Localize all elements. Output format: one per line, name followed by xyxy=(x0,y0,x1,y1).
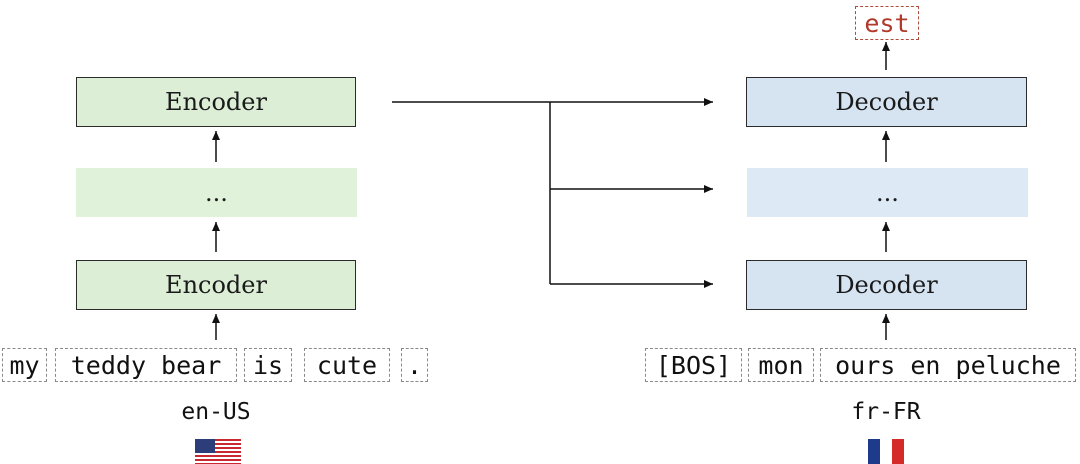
output-token: est xyxy=(855,6,919,40)
source-token: my xyxy=(2,348,47,382)
encoder-bottom-block: Encoder xyxy=(76,260,356,310)
source-token: teddy bear xyxy=(55,348,237,382)
target-token: mon xyxy=(748,348,814,382)
source-language-label: en-US xyxy=(181,399,251,425)
decoder-top-block: Decoder xyxy=(746,77,1027,127)
decoder-middle-block: ... xyxy=(747,168,1028,217)
source-token: cute xyxy=(304,348,390,382)
source-token: . xyxy=(401,348,428,382)
source-token: is xyxy=(244,348,292,382)
target-token: [BOS] xyxy=(645,348,742,382)
us-flag-icon xyxy=(195,439,241,464)
target-token: ours en peluche xyxy=(820,348,1076,382)
encoder-top-block: Encoder xyxy=(76,77,356,127)
encoder-middle-block: ... xyxy=(76,168,357,217)
target-language-label: fr-FR xyxy=(851,399,921,425)
decoder-bottom-block: Decoder xyxy=(746,260,1027,310)
fr-flag-icon xyxy=(868,439,904,464)
